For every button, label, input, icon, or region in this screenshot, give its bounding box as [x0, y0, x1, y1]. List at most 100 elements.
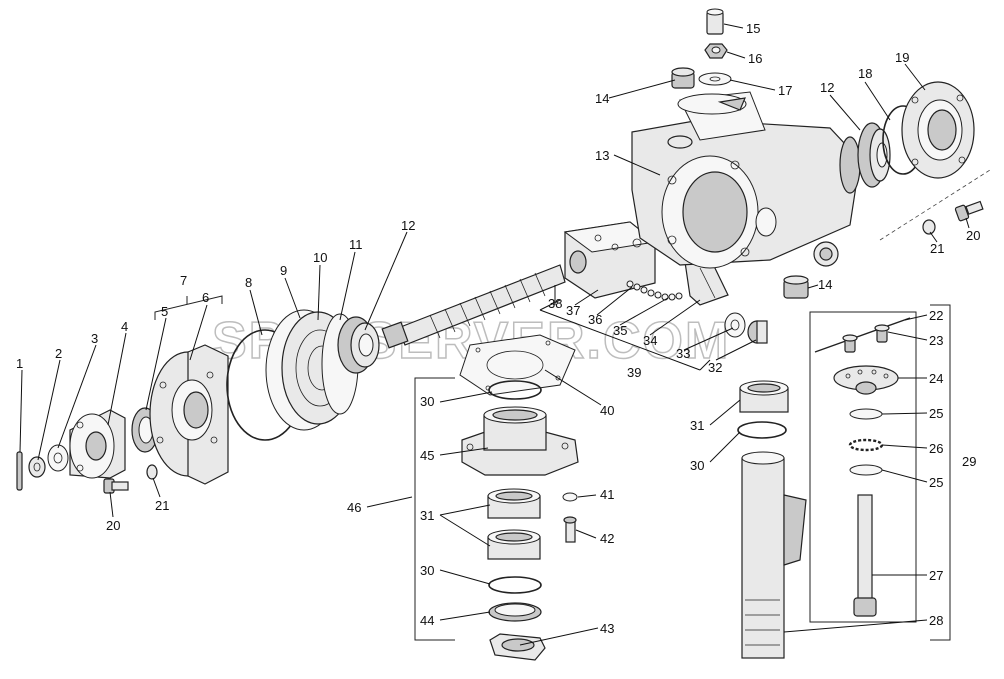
callout-25-top: 25 [929, 406, 943, 421]
ball-guide-part [684, 261, 729, 306]
callout-37: 37 [566, 303, 580, 318]
axis-line-right [879, 169, 991, 241]
callout-4: 4 [121, 319, 128, 334]
callout-25-bottom: 25 [929, 475, 943, 490]
bolt-part-20-right [954, 200, 984, 222]
callout-28: 28 [929, 613, 943, 628]
plug-part-14-top [671, 67, 695, 89]
bracket-46 [414, 377, 455, 641]
thrust-washer-part-25-top [849, 408, 883, 420]
needle-bearing-part-31-right [739, 380, 789, 413]
pin-part-22 [814, 317, 911, 353]
thrust-washer-part-25-bottom [849, 464, 883, 476]
callout-46: 46 [347, 500, 361, 515]
bracket-39-ticks [539, 299, 711, 371]
sector-shaft-part-28 [741, 451, 807, 659]
washer-part-17 [698, 72, 732, 86]
adjuster-screw-part-27 [853, 494, 877, 617]
nut-part-21-left [146, 464, 158, 480]
snap-ring-part-30-top [488, 380, 542, 400]
callout-5: 5 [161, 304, 168, 319]
callout-42: 42 [600, 531, 614, 546]
callout-30-top: 30 [420, 394, 434, 409]
needle-bearing-part-31-a [487, 488, 541, 519]
bolt-part-20-left [103, 478, 129, 494]
callout-30-lower: 30 [420, 563, 434, 578]
callout-38: 38 [548, 296, 562, 311]
callout-29: 29 [962, 454, 976, 469]
callout-26: 26 [929, 441, 943, 456]
callout-12-right: 12 [820, 80, 834, 95]
adjusting-screw-part [706, 8, 724, 35]
callout-32: 32 [708, 360, 722, 375]
callout-10: 10 [313, 250, 327, 265]
flange-yoke-part [69, 409, 126, 479]
callout-35: 35 [613, 323, 627, 338]
callout-40: 40 [600, 403, 614, 418]
callout-31-left: 31 [420, 508, 434, 523]
callout-44: 44 [420, 613, 434, 628]
callout-14-top: 14 [595, 91, 609, 106]
bushing-part-32 [747, 320, 768, 344]
callout-24: 24 [929, 371, 943, 386]
lock-nut-part [704, 43, 728, 59]
bracket-29 [930, 304, 951, 641]
side-cover-part-45 [461, 406, 579, 476]
bracket-7 [154, 295, 223, 320]
nut-part-43 [489, 633, 546, 661]
end-cover-part [901, 81, 975, 179]
castle-nut-part [28, 456, 46, 478]
callout-2: 2 [55, 346, 62, 361]
callout-27: 27 [929, 568, 943, 583]
bearing-part-12-right [857, 122, 891, 188]
callout-3: 3 [91, 331, 98, 346]
callout-23: 23 [929, 333, 943, 348]
gearbox-housing-part [631, 91, 861, 269]
seal-ring-part-33 [724, 312, 746, 338]
valve-block-part [563, 221, 657, 299]
callout-21-right: 21 [930, 241, 944, 256]
callout-8: 8 [245, 275, 252, 290]
balls-part-26 [848, 438, 884, 452]
callout-9: 9 [280, 263, 287, 278]
plug-part-right-small [813, 241, 839, 267]
callout-33: 33 [676, 346, 690, 361]
callout-36: 36 [588, 312, 602, 327]
callout-15: 15 [746, 21, 760, 36]
cover-flange-part [149, 344, 229, 485]
callout-14-right: 14 [818, 277, 832, 292]
callout-7: 7 [180, 273, 187, 288]
washer-part [47, 444, 69, 472]
bracket-39-line-a [539, 309, 701, 371]
needle-bearing-part-31-b [487, 529, 541, 560]
screws-part-23 [842, 324, 890, 353]
callout-22: 22 [929, 308, 943, 323]
worm-screw-part [381, 264, 566, 349]
callout-20-left: 20 [106, 518, 120, 533]
callout-31-right: 31 [690, 418, 704, 433]
cotter-pin-part [16, 451, 23, 491]
callout-13: 13 [595, 148, 609, 163]
callout-34: 34 [643, 333, 657, 348]
callout-1: 1 [16, 356, 23, 371]
ball-chain-part [626, 280, 683, 301]
screw-part-42 [563, 516, 577, 543]
snap-ring-part-30-lower [488, 576, 542, 594]
callout-30-right: 30 [690, 458, 704, 473]
callout-43: 43 [600, 621, 614, 636]
callout-45: 45 [420, 448, 434, 463]
washer-part-41 [562, 492, 578, 502]
seal-part-44 [488, 602, 542, 622]
callout-19: 19 [895, 50, 909, 65]
plug-part-14-right [783, 275, 809, 299]
plate-part-24 [833, 365, 899, 395]
callout-11: 11 [349, 237, 363, 252]
callout-16: 16 [748, 51, 762, 66]
bearing-part-12-left [337, 316, 380, 374]
callout-21-left: 21 [155, 498, 169, 513]
callout-6: 6 [202, 290, 209, 305]
gasket-part-40 [459, 334, 576, 396]
snap-ring-part-30-right [737, 421, 787, 439]
callout-41: 41 [600, 487, 614, 502]
